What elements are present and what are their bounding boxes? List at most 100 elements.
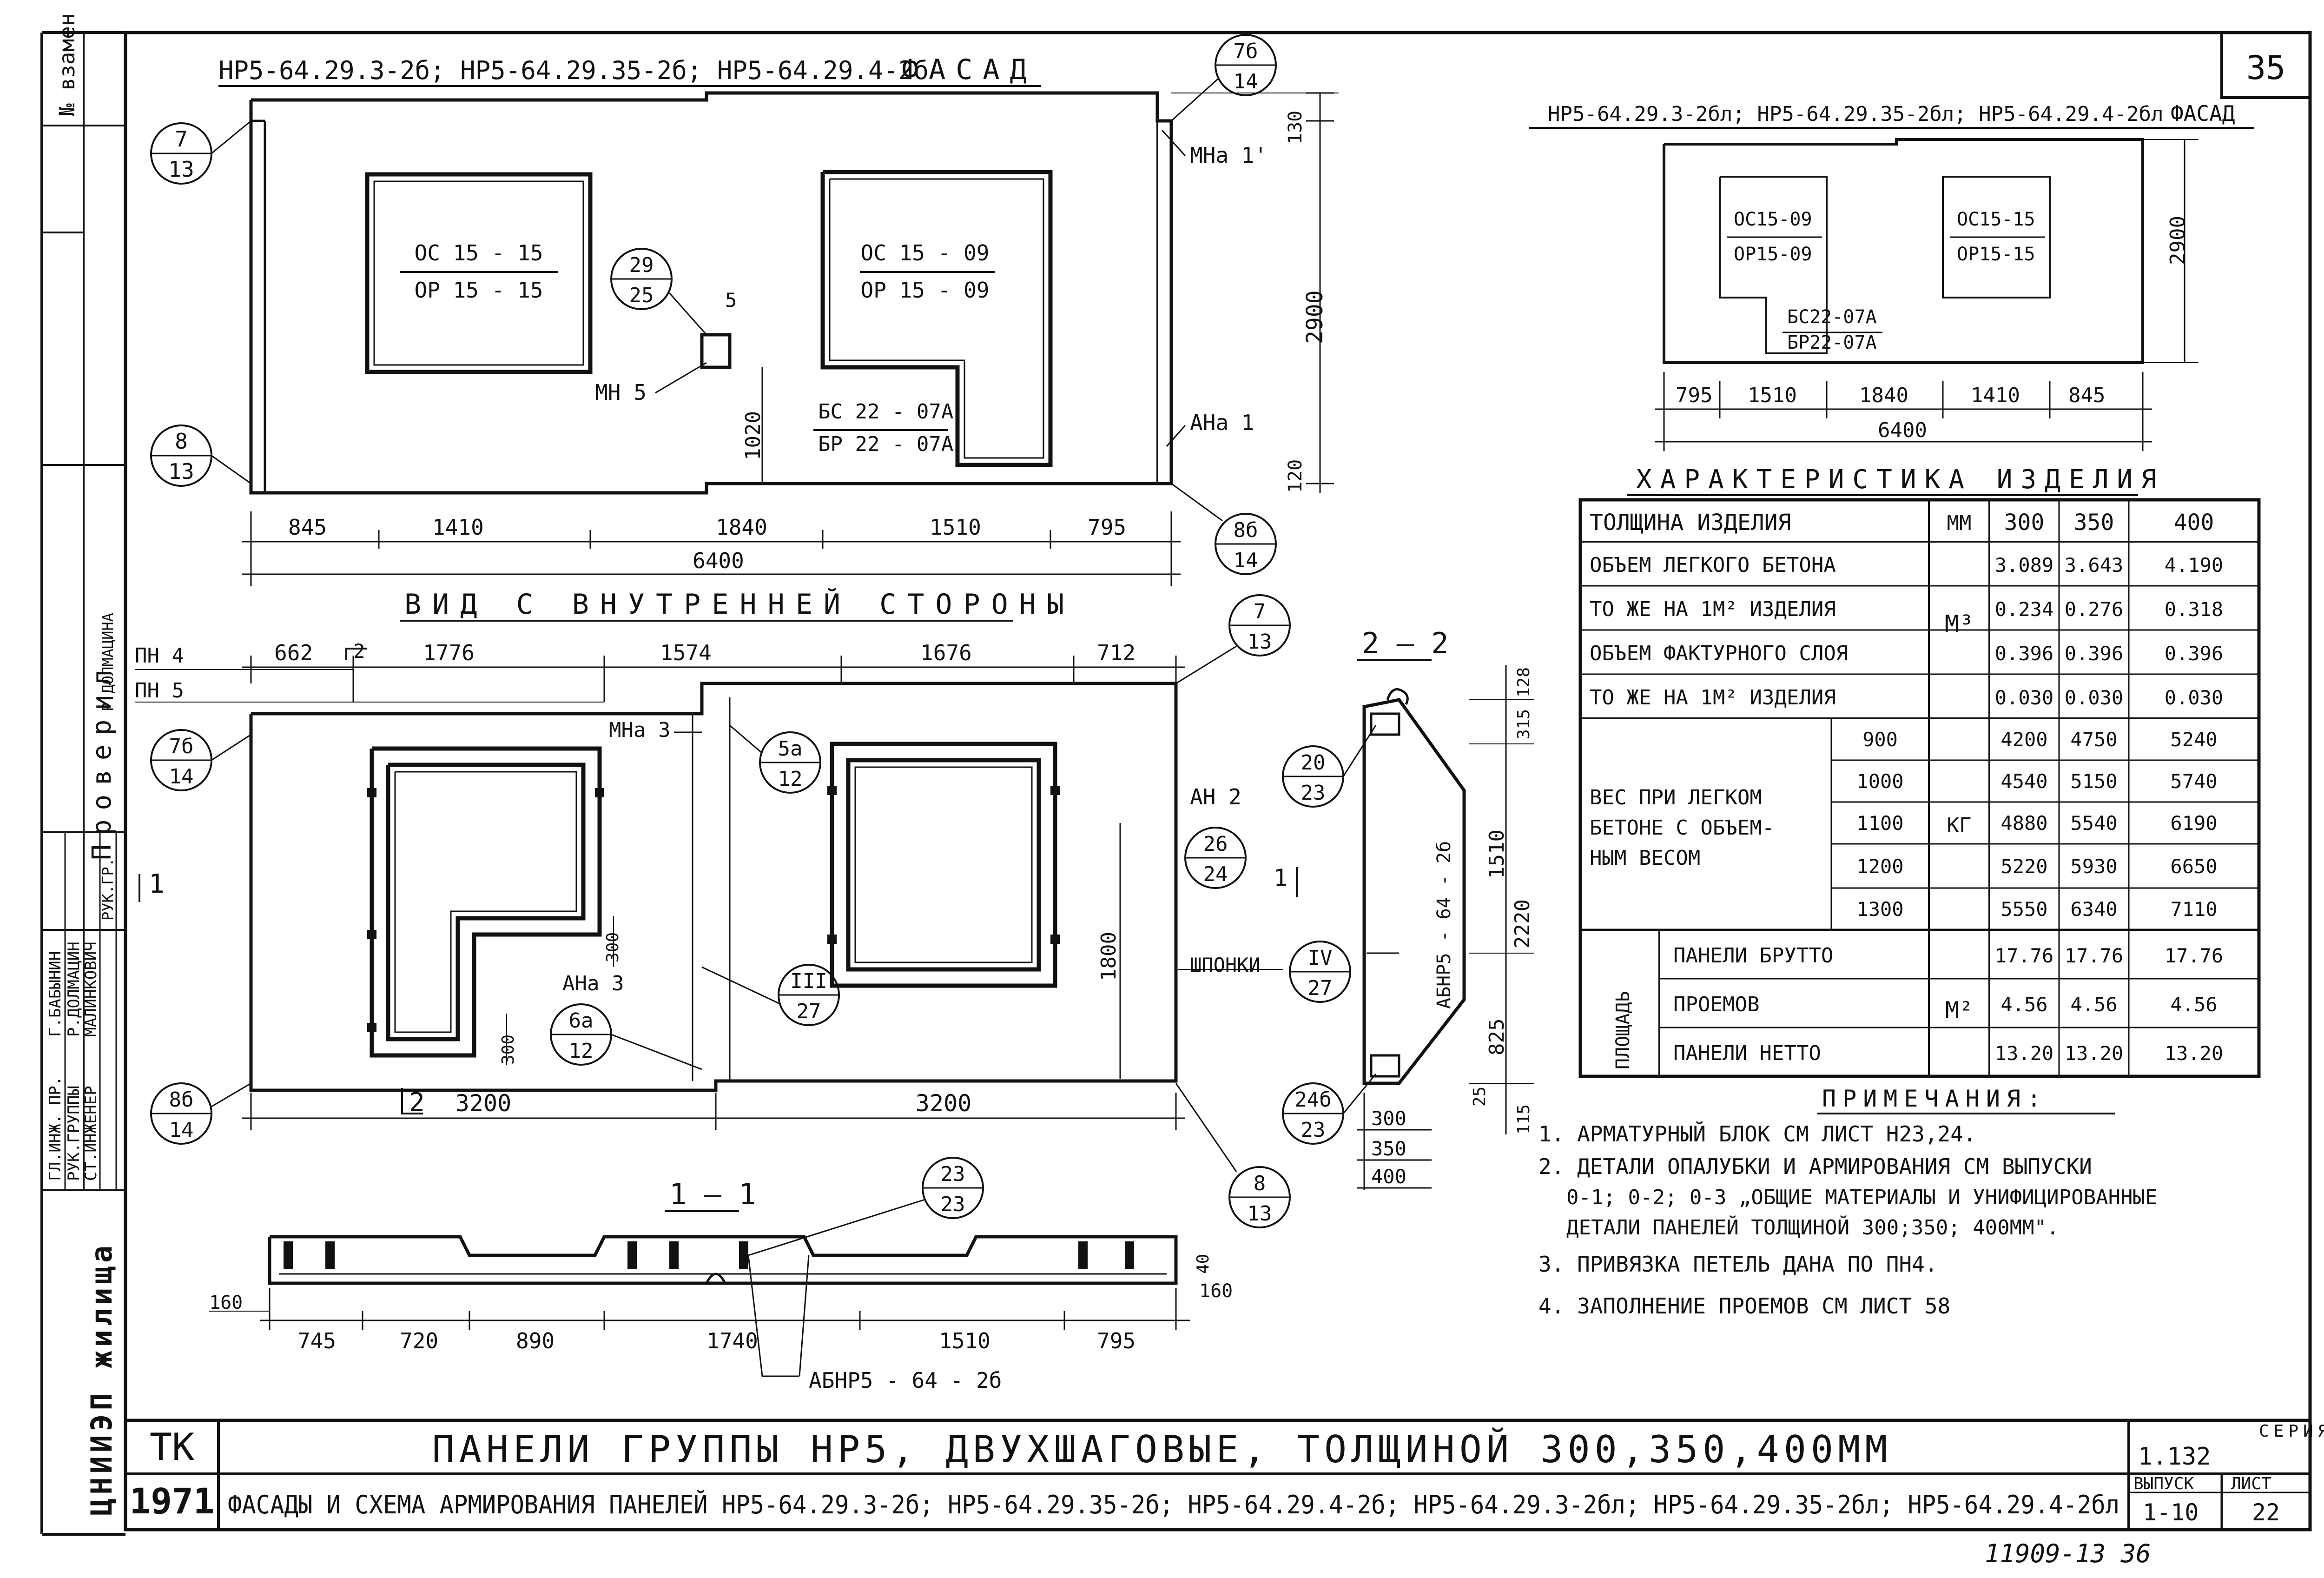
svg-text:1100: 1100	[1856, 812, 1903, 835]
dim-h-1840: 1840	[716, 515, 767, 540]
table-row-area-gross: ПАНЕЛИ БРУТТО 17.76 17.76 17.76	[1673, 944, 2223, 968]
svg-text:ПРОЕМОВ: ПРОЕМОВ	[1673, 993, 1759, 1016]
facade-door-top: БС 22 - 07А	[818, 400, 953, 424]
svg-text:0.318: 0.318	[2165, 598, 2223, 621]
inner-window-left	[370, 746, 602, 1058]
svg-text:0.030: 0.030	[1995, 686, 2053, 709]
svg-text:27: 27	[797, 1000, 821, 1023]
facade-alt: НР5-64.29.3-2бл; НР5-64.29.35-2бл; НР5-6…	[1529, 101, 2254, 451]
s22-dim-115: 115	[1514, 1104, 1533, 1134]
svg-text:4.190: 4.190	[2165, 554, 2223, 577]
svg-text:6190: 6190	[2170, 812, 2217, 835]
callout-23-23: 23 23	[748, 1157, 984, 1256]
callout-III-27: III 27	[701, 964, 840, 1026]
svg-text:13: 13	[168, 459, 194, 484]
callout-20-23: 20 23	[1282, 725, 1377, 808]
table-row-weight-1300: 1300 5550 6340 7110	[1856, 898, 2217, 921]
svg-text:5930: 5930	[2070, 855, 2117, 878]
callout-8b-14-facade: 8б 14	[1171, 483, 1277, 575]
note-line-5: 3. ПРИВЯЗКА ПЕТЕЛЬ ДАНА ПО ПН4.	[1538, 1252, 1938, 1277]
series-label: СЕРИЯ	[2259, 1422, 2324, 1441]
svg-text:13.20: 13.20	[1995, 1042, 2053, 1065]
title-subtitle: ФАСАДЫ И СХЕМА АРМИРОВАНИЯ ПАНЕЛЕЙ НР5-6…	[228, 1490, 2119, 1519]
facade-alt-dim-total: 6400	[1878, 418, 1927, 442]
note-line-2: 2. ДЕТАЛИ ОПАЛУБКИ И АРМИРОВАНИЯ СМ ВЫПУ…	[1538, 1154, 2092, 1179]
table-row-volume-3: ОБЪЕМ ФАКТУРНОГО СЛОЯ 0.396 0.396 0.396	[1590, 642, 2223, 665]
svg-text:6340: 6340	[2070, 898, 2117, 921]
facade-alt-win-right-top: ОС15-15	[1957, 209, 2035, 230]
signature-role-2: РУК.ГРУППЫ	[65, 1086, 83, 1181]
section-22-profile	[1362, 698, 1466, 1085]
svg-text:5150: 5150	[2070, 770, 2117, 793]
s22-dim-825: 825	[1485, 1019, 1509, 1055]
s22-dim-315: 315	[1514, 709, 1533, 739]
svg-text:3.089: 3.089	[1995, 554, 2053, 577]
svg-text:4.56: 4.56	[2170, 993, 2217, 1016]
label-ana1: АНа 1	[1190, 410, 1254, 435]
svg-text:ОБЪЕМ ФАКТУРНОГО СЛОЯ: ОБЪЕМ ФАКТУРНОГО СЛОЯ	[1590, 642, 1848, 665]
title-year: 1971	[129, 1480, 214, 1522]
facade-alt-window-right	[1942, 176, 2051, 298]
inner-window-right	[830, 742, 1057, 988]
callout-8b-14-inner: 8б 14	[150, 1082, 251, 1145]
s22-dim-1510: 1510	[1485, 829, 1509, 879]
svg-text:0.396: 0.396	[1995, 642, 2053, 665]
label-mna3: МНа 3	[609, 718, 670, 742]
svg-text:14: 14	[1234, 549, 1258, 572]
section-mark-1-left: 1	[149, 869, 165, 899]
unit-kg: КГ	[1947, 814, 1972, 837]
left-strip: № взамен Проверил ГЛ.ИНЖ. ПР. Г.БАБЫНИН …	[42, 13, 125, 1516]
section-11-title: 1 — 1	[669, 1177, 756, 1211]
facade-alt-win-right-bottom: ОР15-15	[1957, 244, 2035, 265]
facade-main-title-suffix: ФАСАД	[902, 53, 1037, 86]
s11-label: АБНР5 - 64 - 2б	[809, 1368, 1002, 1393]
facade-alt-height: 2900	[2166, 216, 2190, 265]
svg-text:14: 14	[169, 765, 194, 789]
dim-v-1020: 1020	[741, 411, 765, 460]
svg-text:4880: 4880	[2000, 812, 2047, 835]
title-code: ТК	[150, 1426, 194, 1469]
s22-dim-25: 25	[1470, 1087, 1489, 1107]
s22-dim-2220: 2220	[1511, 899, 1534, 948]
svg-text:13: 13	[1248, 1202, 1272, 1226]
facade-alt-dim-795: 795	[1676, 384, 1712, 407]
inner-view: ВИД С ВНУТРЕННЕЙ СТОРОНЫ 662 1776 1574 1…	[135, 587, 1351, 1228]
th-name: ТОЛЩИНА ИЗДЕЛИЯ	[1590, 510, 1791, 536]
svg-text:1000: 1000	[1856, 770, 1903, 793]
svg-text:17.76: 17.76	[1995, 944, 2053, 967]
th-400: 400	[2174, 510, 2214, 536]
svg-text:3.643: 3.643	[2065, 554, 2123, 577]
table-row-volume-4: ТО ЖЕ НА 1М² ИЗДЕЛИЯ 0.030 0.030 0.030	[1590, 686, 2223, 709]
facade-window-left-top: ОС 15 - 15	[415, 240, 543, 265]
svg-text:6а: 6а	[569, 1009, 594, 1033]
label-mna1: МНа 1'	[1190, 143, 1267, 168]
callout-7-13-inner: 7 13	[1175, 594, 1291, 684]
facade-window-right-top: ОС 15 - 09	[861, 240, 990, 265]
facade-window-left-bottom: ОР 15 - 15	[415, 278, 543, 303]
svg-text:14: 14	[169, 1118, 194, 1142]
facade-alt-win-left-top: ОС15-09	[1734, 209, 1812, 230]
inner-dim-1800: 1800	[1097, 932, 1121, 981]
callout-7b-14-top: 7б 14	[1170, 34, 1277, 122]
signature-role-3: СТ.ИНЖЕНЕР	[82, 1086, 100, 1181]
section-2-2: 2 — 2 АБНР5 - 64 - 2б 128 315 1510 2220 …	[1282, 626, 1534, 1190]
th-unit: ММ	[1947, 511, 1972, 535]
sheet-number: 35	[2246, 49, 2285, 87]
svg-text:8: 8	[175, 429, 188, 454]
svg-text:7: 7	[1254, 600, 1266, 623]
table-row-weight-1100: 1100 4880 5540 6190	[1856, 812, 2217, 835]
sheet-number-box	[2220, 31, 2311, 99]
svg-text:26: 26	[1203, 832, 1228, 856]
section-22-label: АБНР5 - 64 - 2б	[1433, 841, 1455, 1009]
unit-m2: М²	[1945, 997, 1973, 1024]
s11-dim-160-right: 160	[1199, 1280, 1233, 1302]
sheet-label: ЛИСТ	[2231, 1474, 2271, 1493]
svg-text:23: 23	[1301, 781, 1326, 805]
svg-text:III: III	[790, 969, 827, 993]
facade-main: НР5-64.29.3-2б; НР5-64.29.35-2б; НР5-64.…	[150, 34, 1339, 586]
dim-v-130: 130	[1285, 111, 1306, 144]
svg-text:12: 12	[569, 1039, 594, 1063]
facade-window-right-bottom: ОР 15 - 09	[861, 278, 990, 303]
svg-text:23: 23	[941, 1193, 965, 1216]
